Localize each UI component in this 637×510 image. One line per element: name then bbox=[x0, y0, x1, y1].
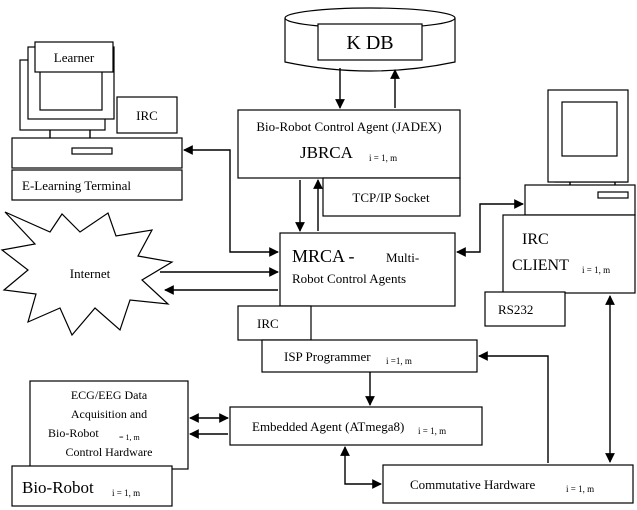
irc-mrca-label: IRC bbox=[257, 316, 279, 331]
irc-small-box bbox=[116, 96, 178, 134]
irc-client-box bbox=[502, 214, 636, 294]
irc-client-sub: i = 1, m bbox=[582, 265, 610, 275]
mrca-line2: Robot Control Agents bbox=[292, 271, 406, 286]
tcpip-socket-box bbox=[322, 177, 461, 217]
learner-box bbox=[34, 41, 114, 73]
embedded-agent-box bbox=[229, 406, 483, 446]
ecg-eeg-box bbox=[29, 380, 189, 470]
rs232-box bbox=[484, 291, 566, 327]
commutative-hardware-box bbox=[382, 464, 634, 504]
mrca-title: MRCA - bbox=[292, 246, 355, 266]
isp-programmer-box bbox=[261, 339, 478, 373]
internet-cloud-icon bbox=[0, 211, 174, 337]
internet-label: Internet bbox=[70, 266, 111, 281]
isp-programmer-sub: i =1, m bbox=[386, 356, 412, 366]
bio-robot-box bbox=[11, 465, 173, 507]
irc-client-line2: CLIENT bbox=[512, 257, 569, 274]
kdb-database: K DB bbox=[284, 7, 456, 72]
jbrca-line2: JBRCA bbox=[300, 143, 354, 162]
ecg-line3-sub: = 1, m bbox=[119, 433, 141, 442]
jbrca-line2-sub: i = 1, m bbox=[369, 153, 397, 163]
elearning-terminal-label: E-Learning Terminal bbox=[22, 178, 131, 193]
client-computer-icon bbox=[524, 89, 636, 216]
commutative-hardware-sub: i = 1, m bbox=[566, 484, 594, 494]
mrca-title-small: Multi- bbox=[386, 250, 419, 265]
tcpip-socket-label: TCP/IP Socket bbox=[352, 190, 430, 205]
isp-programmer-label: ISP Programmer bbox=[284, 349, 371, 364]
connector-arrows bbox=[160, 68, 615, 489]
irc-mrca-box bbox=[237, 305, 312, 341]
irc-small-label: IRC bbox=[136, 108, 158, 123]
commutative-hardware-label: Commutative Hardware bbox=[410, 477, 535, 492]
jbrca-line1: Bio-Robot Control Agent (JADEX) bbox=[256, 119, 441, 134]
learner-label: Learner bbox=[54, 50, 95, 65]
ecg-line3: Bio-Robot bbox=[48, 426, 99, 440]
mrca-box bbox=[279, 232, 456, 307]
elearning-terminal-box bbox=[11, 169, 183, 201]
irc-client-line1: IRC bbox=[522, 231, 549, 248]
embedded-agent-sub: i = 1, m bbox=[418, 426, 446, 436]
bio-robot-label: Bio-Robot bbox=[22, 478, 94, 497]
rs232-label: RS232 bbox=[498, 302, 533, 317]
kdb-label: K DB bbox=[346, 32, 393, 54]
embedded-agent-label: Embedded Agent (ATmega8) bbox=[252, 419, 404, 434]
ecg-line2: Acquisition and bbox=[71, 407, 147, 421]
bio-robot-sub: i = 1, m bbox=[112, 488, 140, 498]
ecg-line1: ECG/EEG Data bbox=[71, 388, 148, 402]
ecg-line4: Control Hardware bbox=[66, 445, 153, 459]
